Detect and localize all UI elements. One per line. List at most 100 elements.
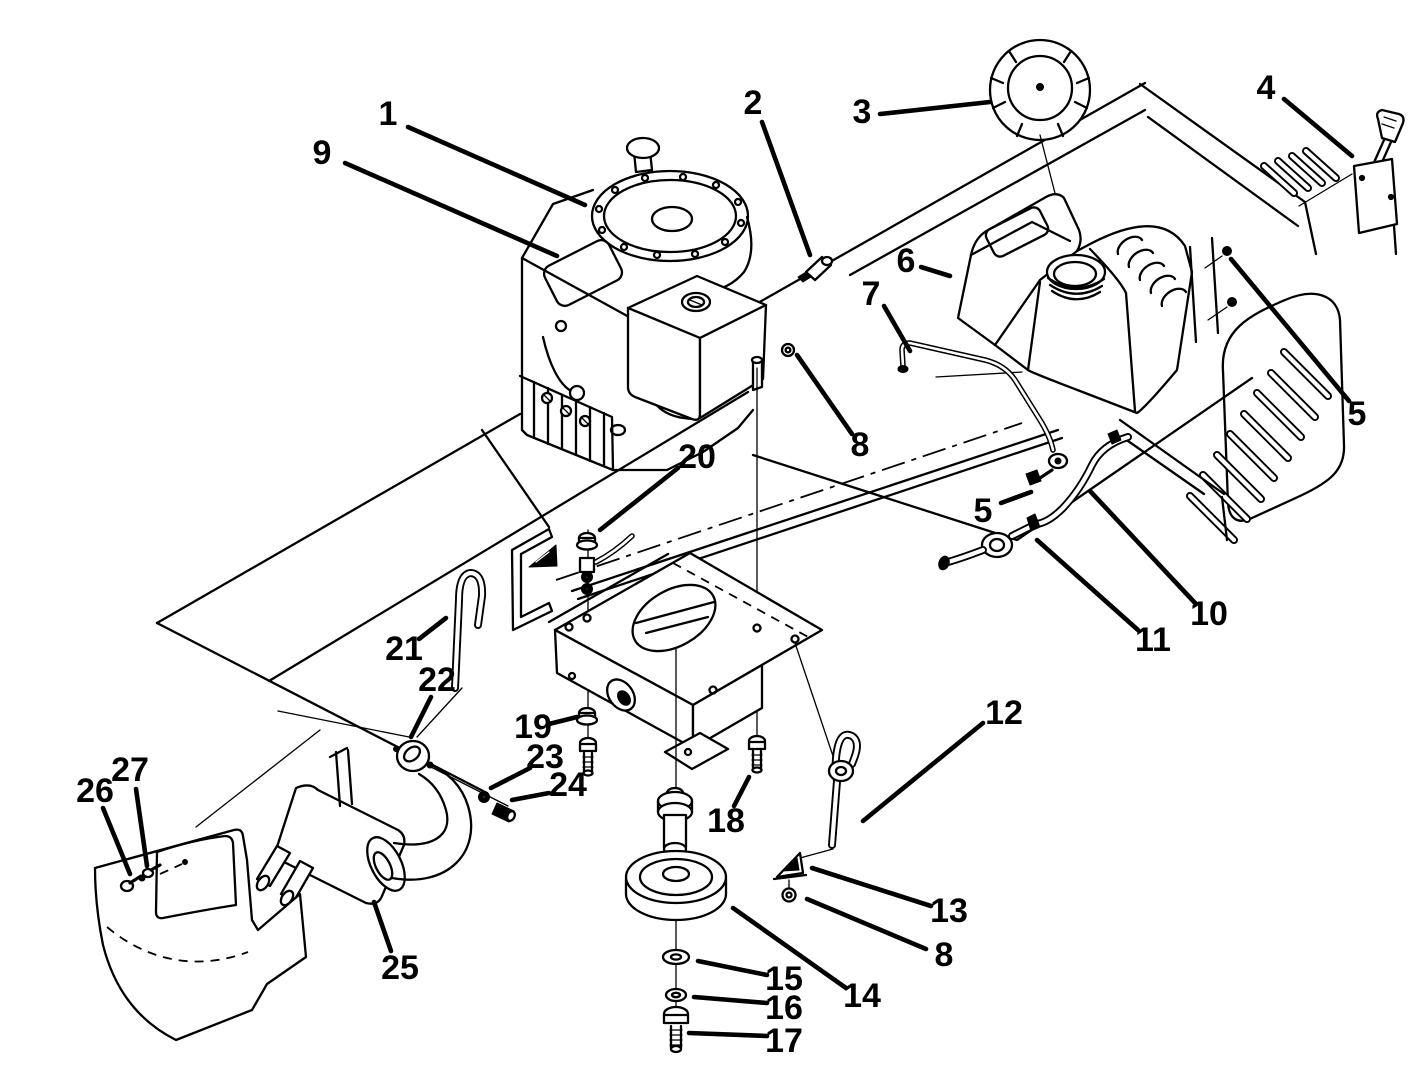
throttle-lever xyxy=(1298,108,1405,256)
part-number-label-27: 27 xyxy=(111,751,149,789)
screw-27 xyxy=(138,863,162,882)
vent-panel xyxy=(1221,292,1346,522)
leader-line-6 xyxy=(918,264,953,279)
part-number-label-13: 13 xyxy=(930,892,968,930)
lock-washer-16 xyxy=(664,987,688,1003)
leader-line-7 xyxy=(881,303,913,354)
part-number-label-17: 17 xyxy=(765,1022,803,1060)
screw-5-right xyxy=(1222,246,1232,256)
leader-line-22 xyxy=(408,694,434,740)
part-number-label-1: 1 xyxy=(379,95,398,133)
leader-line-15 xyxy=(695,958,770,978)
leader-line-11 xyxy=(1034,537,1141,633)
part-number-label-7: 7 xyxy=(862,275,881,313)
spark-plug-wire xyxy=(541,335,573,393)
part-number-label-24: 24 xyxy=(549,766,587,804)
part-number-label-14: 14 xyxy=(843,977,881,1015)
upper-vent-slots xyxy=(1260,147,1340,197)
leader-line-14 xyxy=(730,905,849,991)
leader-line-20 xyxy=(597,465,681,533)
vent-slots xyxy=(1186,348,1332,544)
leader-line-24 xyxy=(509,790,552,803)
part-number-label-26: 26 xyxy=(76,772,114,810)
part-number-label-16: 16 xyxy=(765,989,803,1027)
part-number-label-12: 12 xyxy=(985,694,1023,732)
bracket-13 xyxy=(772,851,808,881)
leader-line-23 xyxy=(488,765,533,791)
flange-22 xyxy=(395,739,431,773)
dash-panel xyxy=(1116,82,1346,544)
leader-line-4 xyxy=(1281,96,1355,159)
spacer-24 xyxy=(491,802,516,823)
bolt-17 xyxy=(662,1005,690,1054)
leader-line-25 xyxy=(371,899,394,954)
filler-neck xyxy=(1045,253,1107,291)
fuel-fitting-2 xyxy=(797,255,834,283)
part-number-label-10: 10 xyxy=(1190,595,1228,633)
leader-line-13 xyxy=(809,865,934,909)
leader-line-1 xyxy=(405,124,588,208)
cable-coil xyxy=(1116,235,1188,308)
part-number-label-20: 20 xyxy=(678,438,716,476)
part-number-label-8: 8 xyxy=(851,426,870,464)
leader-line-27 xyxy=(133,786,150,869)
muffler-assembly xyxy=(195,527,558,907)
part-number-label-2: 2 xyxy=(744,84,763,122)
part-number-label-4: 4 xyxy=(1257,69,1276,107)
part-number-label-15: 15 xyxy=(765,960,803,998)
bolt-circle xyxy=(594,172,746,260)
leader-line-8 xyxy=(804,896,929,952)
rod-and-bracket xyxy=(772,642,861,903)
recoil-sticker xyxy=(542,239,624,307)
plate-front-right-face xyxy=(691,663,764,750)
flange-nut-19 xyxy=(575,706,599,726)
part-number-label-5: 5 xyxy=(1348,395,1367,433)
part-number-label-25: 25 xyxy=(381,949,419,987)
hardware-stack-20 xyxy=(575,531,635,595)
nut-8-upper xyxy=(780,342,796,358)
leader-line-10 xyxy=(1087,488,1199,607)
leader-line-19 xyxy=(546,714,580,727)
leader-line-17 xyxy=(686,1030,770,1039)
engine xyxy=(518,136,796,472)
leader-line-9 xyxy=(342,160,560,259)
washer-15 xyxy=(661,948,691,966)
leader-line-21 xyxy=(416,615,449,642)
leader-line-12 xyxy=(860,720,986,824)
part-number-label-11: 11 xyxy=(1135,621,1171,659)
leader-line-18 xyxy=(731,774,752,809)
part-number-label-21: 21 xyxy=(385,630,423,668)
leader-line-2 xyxy=(759,119,813,258)
engine-plate xyxy=(547,367,824,777)
lever-knob xyxy=(1375,108,1405,144)
part-number-label-6: 6 xyxy=(897,242,916,280)
leader-line-3 xyxy=(877,99,993,117)
part-number-label-18: 18 xyxy=(707,802,745,840)
leader-line-5 xyxy=(1228,256,1352,404)
part-number-label-3: 3 xyxy=(853,93,872,131)
leader-line-5 xyxy=(998,489,1034,506)
part-number-label-22: 22 xyxy=(418,661,456,699)
part-number-label-8: 8 xyxy=(935,936,954,974)
part-number-label-5: 5 xyxy=(974,492,993,530)
bolt-18-left xyxy=(578,736,598,777)
fuel-cap xyxy=(988,38,1092,142)
screw-5-middle xyxy=(1025,468,1054,486)
frame-bracket xyxy=(510,527,558,632)
plate-foot-flange xyxy=(663,731,730,771)
grommet-11 xyxy=(980,531,1014,559)
blower-housing-ring xyxy=(590,169,750,263)
part-number-label-19: 19 xyxy=(514,708,552,746)
fuel-line-assembly xyxy=(897,340,1132,571)
part-number-label-9: 9 xyxy=(313,134,332,172)
exhaust-pipe xyxy=(390,761,473,881)
bolt-18-right xyxy=(747,734,767,774)
heat-shield xyxy=(93,828,308,1042)
leader-line-26 xyxy=(100,805,133,877)
engine-fuel-tank xyxy=(626,274,768,421)
leader-line-8 xyxy=(794,352,855,437)
fuel-tank-assembly xyxy=(956,38,1194,415)
